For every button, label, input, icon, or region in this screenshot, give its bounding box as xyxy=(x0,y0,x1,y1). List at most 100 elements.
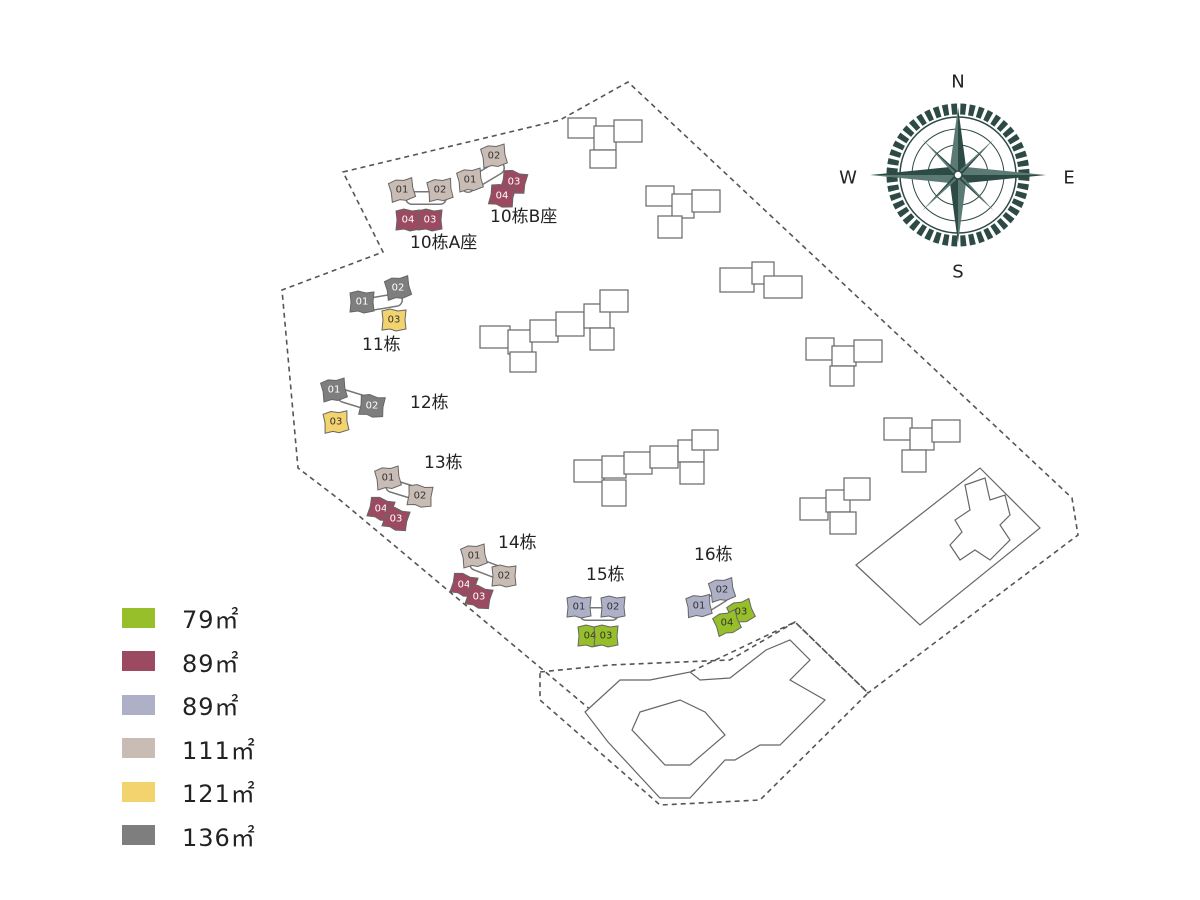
building-label: 15栋 xyxy=(586,565,625,585)
unit-03: 03 xyxy=(322,410,350,434)
building-core-fill xyxy=(366,294,402,310)
legend-label: 79㎡ xyxy=(182,606,240,635)
legend-swatch xyxy=(122,825,155,846)
building-label: 11栋 xyxy=(362,335,401,355)
context-building xyxy=(479,289,629,373)
unit-shape xyxy=(383,275,413,301)
unit-02: 02 xyxy=(426,177,454,203)
unit-01: 01 xyxy=(387,177,417,203)
context-building xyxy=(883,417,961,473)
legend-label: 111㎡ xyxy=(182,736,256,765)
unit-shape xyxy=(464,584,494,610)
unit-01: 01 xyxy=(374,465,402,491)
unit-code: 02 xyxy=(716,585,729,596)
building-label: 10栋B座 xyxy=(490,207,557,227)
unit-01: 01 xyxy=(320,377,348,403)
unit-code: 01 xyxy=(693,601,706,612)
unit-03: 03 xyxy=(593,624,619,648)
unit-01: 01 xyxy=(685,593,713,619)
building-label: 13栋 xyxy=(424,453,463,473)
legend-swatch xyxy=(122,694,155,715)
unit-shape xyxy=(480,143,508,169)
building-label: 14栋 xyxy=(498,533,537,553)
legend-item: 89㎡ xyxy=(122,640,256,684)
unit-02: 02 xyxy=(406,484,434,508)
unit-shape xyxy=(387,177,417,203)
unit-code: 03 xyxy=(473,592,486,603)
unit-code: 01 xyxy=(328,385,341,396)
legend-item: 89㎡ xyxy=(122,683,256,727)
unit-code: 03 xyxy=(388,315,401,326)
building-label: 16栋 xyxy=(694,545,733,565)
unit-code: 02 xyxy=(607,602,620,613)
building-label: 12栋 xyxy=(410,393,449,413)
legend-item: 79㎡ xyxy=(122,596,256,640)
unit-shape xyxy=(381,308,407,332)
unit-shape xyxy=(381,506,411,532)
unit-shape xyxy=(456,167,484,193)
legend-label: 89㎡ xyxy=(182,693,240,722)
unit-02: 02 xyxy=(707,577,737,603)
unit-code: 04 xyxy=(496,191,509,202)
unit-code: 04 xyxy=(375,504,388,515)
context-building-complex-inner xyxy=(631,699,726,766)
unit-code: 02 xyxy=(392,283,405,294)
unit-code: 03 xyxy=(390,514,403,525)
unit-shape xyxy=(406,484,434,508)
unit-02: 02 xyxy=(480,143,508,169)
unit-04: 04 xyxy=(395,208,421,232)
unit-shape xyxy=(358,394,386,418)
unit-shape xyxy=(600,595,626,619)
unit-code: 03 xyxy=(330,417,343,428)
context-building xyxy=(573,429,719,507)
unit-code: 02 xyxy=(434,185,447,196)
unit-shape xyxy=(712,608,743,638)
compass-rose: N S E W xyxy=(839,72,1075,283)
unit-02: 02 xyxy=(383,275,413,301)
context-building xyxy=(805,337,883,387)
unit-04: 04 xyxy=(487,183,517,208)
unit-01: 01 xyxy=(566,595,592,619)
unit-shape xyxy=(491,564,517,588)
unit-shape xyxy=(322,410,350,434)
context-building xyxy=(799,477,871,535)
unit-shape xyxy=(593,624,619,648)
south-parcel-boundary xyxy=(539,621,870,806)
context-building xyxy=(719,261,803,299)
context-building xyxy=(567,117,643,169)
unit-code: 01 xyxy=(464,175,477,186)
legend-item: 121㎡ xyxy=(122,770,256,814)
unit-02: 02 xyxy=(491,564,517,588)
unit-shape xyxy=(349,290,375,314)
unit-code: 01 xyxy=(468,551,481,562)
context-building-large-inner xyxy=(949,477,1011,561)
unit-shape xyxy=(417,208,443,232)
site-boundary xyxy=(281,81,1079,717)
unit-04: 04 xyxy=(712,608,743,638)
unit-code: 03 xyxy=(600,631,613,642)
unit-code: 04 xyxy=(458,580,471,591)
unit-01: 01 xyxy=(456,167,484,193)
legend-swatch xyxy=(122,651,155,672)
unit-shape xyxy=(566,595,592,619)
unit-code: 03 xyxy=(735,607,748,618)
unit-shape xyxy=(707,577,737,603)
unit-03: 03 xyxy=(381,308,407,332)
unit-code: 02 xyxy=(366,401,379,412)
legend-swatch xyxy=(122,607,155,628)
unit-code: 04 xyxy=(584,631,597,642)
unit-code: 02 xyxy=(414,491,427,502)
compass-south: S xyxy=(952,262,963,283)
unit-code: 01 xyxy=(382,473,395,484)
legend-label: 121㎡ xyxy=(182,780,256,809)
legend-swatch xyxy=(122,738,155,759)
